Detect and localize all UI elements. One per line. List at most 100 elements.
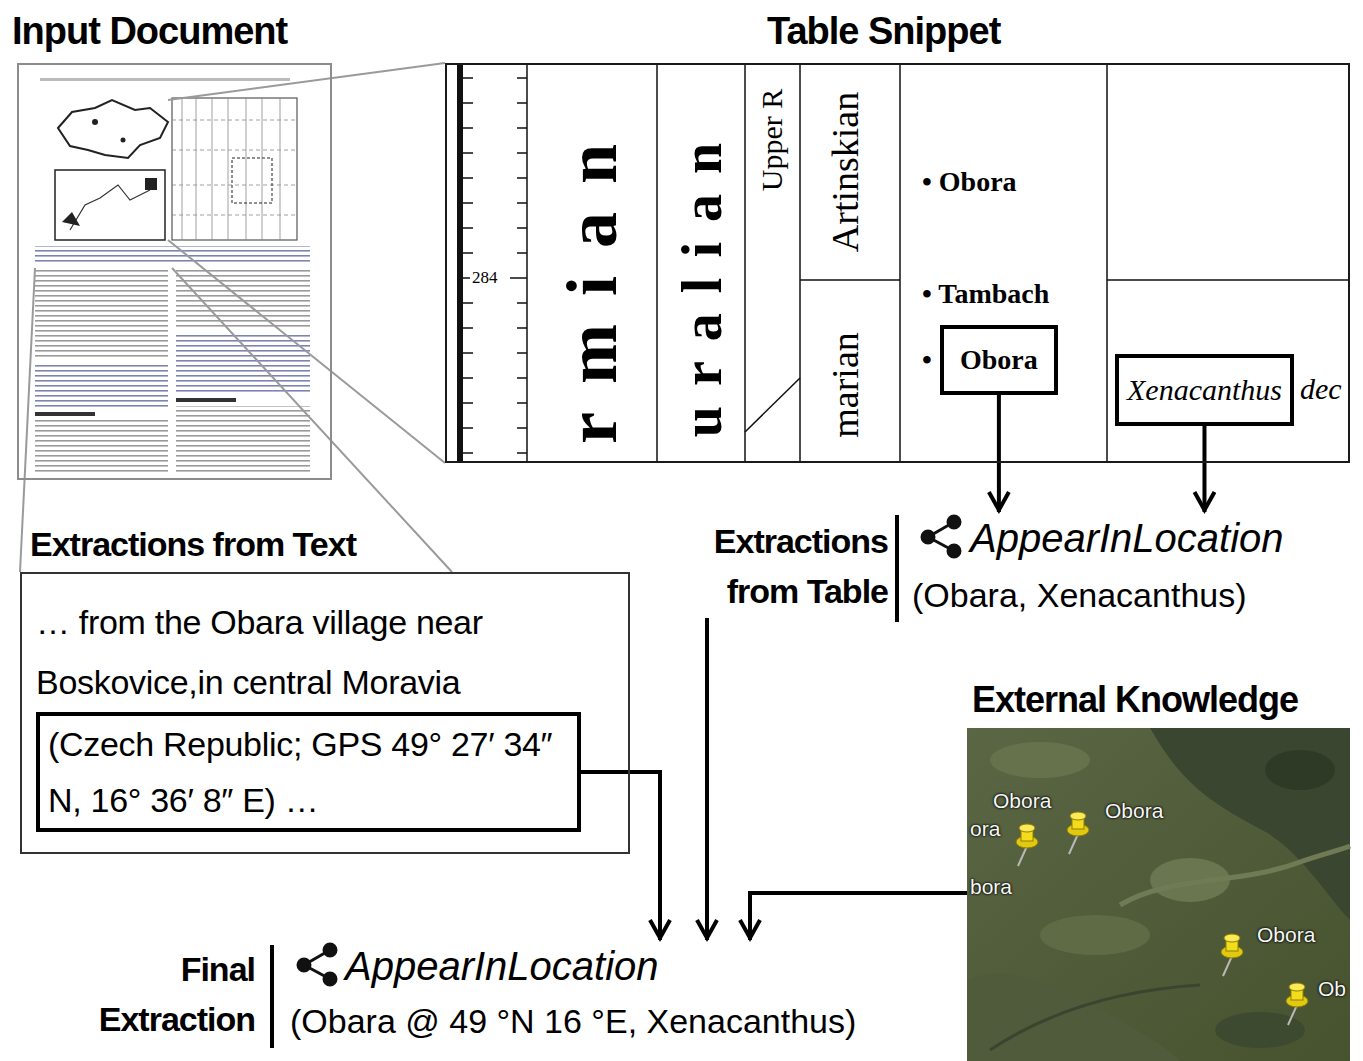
relation-name: AppearInLocation [970,518,1284,558]
block-heading: Final Extraction [70,944,255,1044]
map-place-name: Obora [993,790,1051,811]
separator-bar [895,515,899,622]
satellite-map [990,985,1200,1050]
arrow-connector [1202,426,1206,512]
satellite-map [1265,750,1335,790]
arrow-connector [705,618,709,940]
document-thumbnail [176,332,310,392]
document-thumbnail [172,98,297,240]
map-place-name: Obora [1257,924,1315,945]
epoch-name: uralian [674,123,730,437]
zoom-line [20,63,452,572]
stage-name: marian [826,332,864,438]
document-thumbnail [176,406,310,475]
document-thumbnail [40,78,290,81]
zoom-line [168,63,445,100]
document-thumbnail [35,246,310,264]
document-thumbnail [35,420,168,475]
extraction-block: Final Extraction AppearInLocation (Obara @… [70,940,859,1046]
stage-name: Upper R [757,89,787,191]
document-thumbnail [121,138,126,143]
table-grid [800,279,900,281]
stage-name: Artinskian [826,92,864,252]
panel-heading: External Knowledge [972,678,1298,721]
satellite-map [1120,846,1350,905]
satellite-map [967,728,1350,1061]
document-thumbnail [35,268,168,358]
share-icon [298,944,336,985]
map-place-name: Ob [1318,978,1346,999]
document-thumbnail [176,268,310,328]
map-place-name: ora [970,818,1000,839]
block-heading: Extractions from Table [683,516,888,616]
document-thumbnail [92,119,98,125]
satellite-map [1150,728,1350,920]
cell-text: Xenacanthus [1127,372,1282,408]
locality-name: • Tambach [922,280,1049,308]
relation-arguments: (Obara @ 49 °N 16 °E, Xenacanthus) [290,1004,856,1038]
map-panel: External Knowledge [967,728,1350,1061]
table-grid [745,378,800,432]
document-thumbnail [35,412,95,416]
highlight-box: (Czech Republic; GPS 49° 27′ 34″ N, 16° … [36,712,581,832]
locality-name: • Obora [922,168,1017,196]
share-icon [324,944,336,956]
arrow-connector [750,893,967,940]
share-icon [324,973,336,985]
share-icon [948,545,960,557]
separator-bar [272,515,897,1048]
satellite-map [967,973,1180,1061]
excerpt-text: (Czech Republic; GPS 49° 27′ 34″ N, 16° … [48,716,569,828]
highlight-box: Xenacanthus [1115,354,1294,426]
map-place-name: bora [970,876,1012,897]
document-thumbnail [172,120,297,215]
share-icon [922,531,934,543]
highlight-box: Obora [940,325,1058,395]
document-thumbnail [176,398,236,402]
table-grid [457,63,463,463]
document-thumbnail [70,185,150,230]
table-grid [1106,63,1108,463]
satellite-map [1040,915,1150,955]
document-thumbnail [35,362,168,407]
panel-heading: Extractions from Text [30,524,356,565]
document-thumbnail [58,100,168,158]
satellite-map [967,728,1350,1061]
map-place-name: Obora [1105,800,1163,821]
species-fragment: dec [1300,374,1342,404]
share-icon [298,959,310,971]
arrow-connector [581,772,660,940]
table-grid [899,63,901,463]
satellite-map [1221,934,1243,976]
table-grid [1107,279,1350,281]
document-thumbnail [145,178,157,190]
satellite-map [1286,983,1308,1025]
bullet: • [922,346,932,374]
arrow-connector [997,395,1001,512]
text-excerpt-box: Extractions from Text… from the Obara vi… [20,572,630,854]
document-thumbnail [182,98,280,240]
scale-number: 284 [472,269,498,286]
table-grid [463,78,527,453]
satellite-map [1016,824,1038,866]
satellite-map [1067,812,1089,854]
table-grid [799,63,801,463]
zoom-line [168,240,445,463]
panel-heading: Table Snippet [767,9,1000,55]
share-icon [948,516,960,528]
document-thumbnail [55,170,165,240]
panel-heading: Input Document [12,9,287,55]
table-grid [460,63,1350,463]
document-box: Input Document [17,63,332,480]
table-grid [744,63,746,463]
period-name: rmian [556,116,628,444]
extraction-block: Extractions from Table AppearInLocation (O… [683,512,1286,618]
share-icon [922,516,960,557]
document-thumbnail [62,212,80,226]
table-grid [656,63,658,463]
cell-text: Obora [960,343,1038,377]
satellite-map [990,742,1090,778]
relation-arguments: (Obara, Xenacanthus) [912,578,1247,612]
relation-name: AppearInLocation [345,946,659,986]
excerpt-text: … from the Obara village near Boskovice,… [36,592,606,712]
